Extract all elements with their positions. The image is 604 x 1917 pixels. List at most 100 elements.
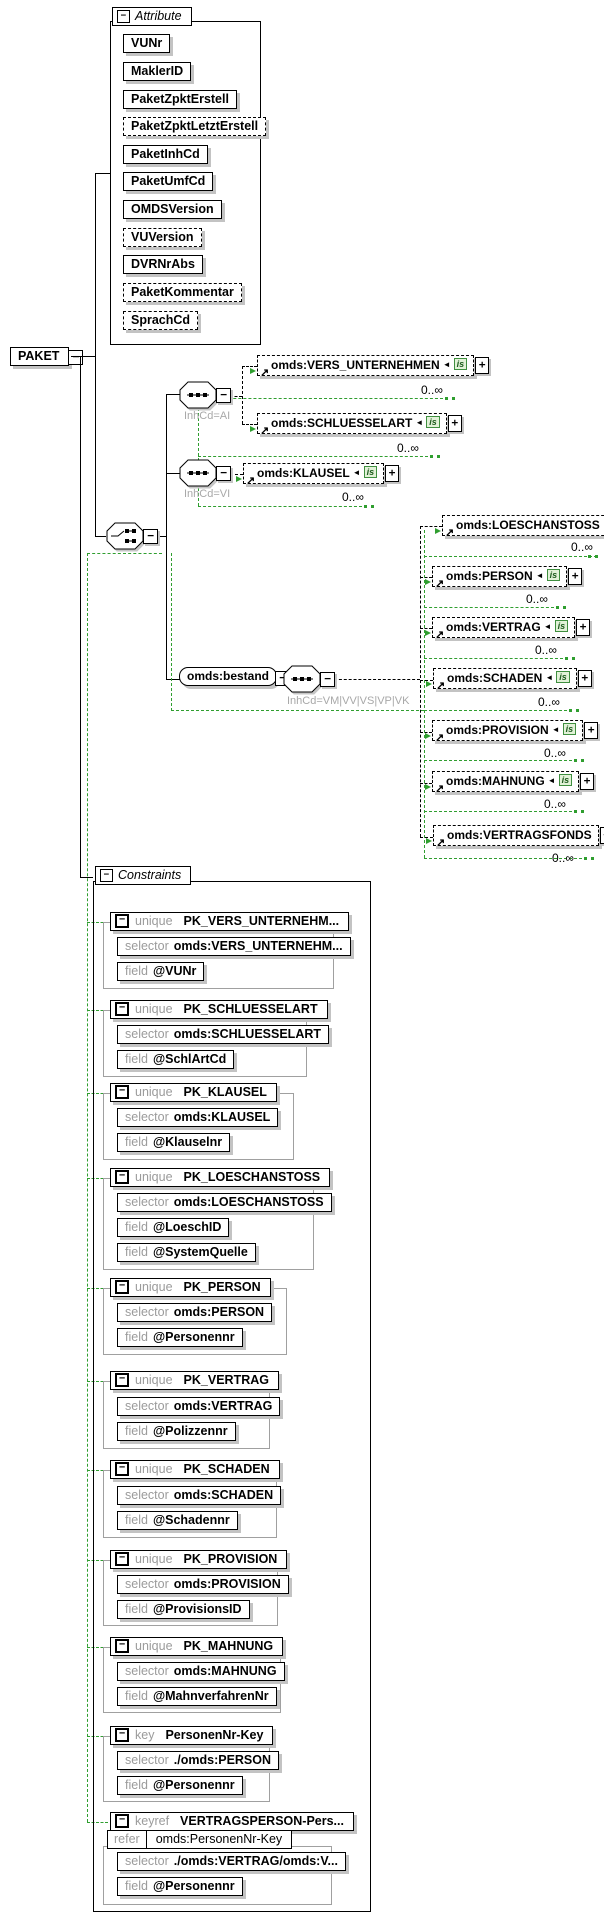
reference-arrow-icon: ↗ [445,527,455,539]
attribute-node[interactable]: OMDSVersion [123,200,222,219]
expand-icon[interactable]: + [580,773,595,790]
expand-icon[interactable]: + [568,568,583,585]
field-row[interactable]: field@Personennr [117,1877,243,1896]
expand-icon[interactable]: + [599,827,604,844]
optional-connector-arrow [435,528,441,534]
attribute-node[interactable]: PaketInhCd [123,145,208,164]
element-schluesselart[interactable]: ↗ omds:SCHLUESSELART◄is + [250,413,462,437]
expand-icon[interactable]: + [576,619,591,636]
attribute-node[interactable]: PaketZpktLetztErstell [123,117,267,136]
attribute-node[interactable]: SprachCd [123,311,199,330]
expand-icon[interactable]: + [577,670,592,687]
collapse-icon[interactable]: − [115,1170,129,1184]
collapse-icon[interactable]: − [143,529,158,544]
element-provision[interactable]: ↗ omds:PROVISION◄is + [425,720,599,744]
selector-row[interactable]: selector./omds:PERSON [117,1751,280,1770]
collapse-icon[interactable]: − [115,1280,129,1294]
element-mahnung[interactable]: ↗ omds:MAHNUNG◄is + [425,771,595,795]
field-row[interactable]: field@Personennr [117,1328,243,1347]
collapse-icon[interactable]: − [115,1002,129,1016]
attribute-node[interactable]: PaketKommentar [123,283,242,302]
field-row[interactable]: field@Schadennr [117,1511,238,1530]
collapse-icon[interactable]: − [115,1728,129,1742]
reference-arrow-icon: ↗ [435,732,445,744]
attribute-node[interactable]: VUVersion [123,228,202,247]
optional-connector-arrow [426,681,432,687]
choice-compositor[interactable]: − [106,522,158,555]
refer-row[interactable]: refer omds:PersonenNr-Key [107,1830,293,1849]
field-row[interactable]: field@ProvisionsID [117,1600,250,1619]
expand-icon[interactable]: + [447,415,462,432]
collapse-icon[interactable]: − [115,1552,129,1566]
root-element-paket[interactable]: PAKET − [10,347,84,366]
collapse-icon[interactable]: − [115,914,129,928]
collapse-icon[interactable]: − [100,868,113,882]
element-vertragsfonds[interactable]: ↗ omds:VERTRAGSFONDS + [426,825,604,849]
field-row[interactable]: field@Klauselnr [117,1133,231,1152]
selector-row[interactable]: selector./omds:VERTRAG/omds:V... [117,1852,346,1871]
collapse-icon[interactable]: − [117,9,130,23]
collapse-icon[interactable]: − [115,1085,129,1099]
field-row[interactable]: field@LoeschID [117,1218,230,1237]
badge-arrow-icon: ◄ [603,520,604,529]
collapse-icon[interactable]: − [216,388,231,403]
attribute-node[interactable]: VUNr [123,34,171,53]
collapse-icon[interactable]: − [320,672,335,687]
element-person[interactable]: ↗ omds:PERSON◄is + [425,566,583,590]
attribute-node[interactable]: PaketUmfCd [123,172,214,191]
expand-icon[interactable]: + [385,465,400,482]
element-vers-unternehmen[interactable]: ↗ omds:VERS_UNTERNEHMEN◄is + [250,355,490,379]
collapse-icon[interactable]: − [115,1462,129,1476]
collapse-icon[interactable]: − [115,1373,129,1387]
optional-connector-arrow [250,368,256,374]
constraints-section-tab[interactable]: − Constraints [95,866,192,885]
collapse-icon[interactable]: − [115,1639,129,1653]
optional-guide-line [198,398,199,506]
sequence-compositor[interactable]: − [179,381,231,414]
attribute-node[interactable]: DVRNrAbs [123,255,203,274]
field-row[interactable]: field@Personennr [117,1776,243,1795]
field-row[interactable]: field@SchlArtCd [117,1050,235,1069]
collapse-icon[interactable]: − [216,466,231,481]
field-row[interactable]: field@Polizzennr [117,1422,236,1441]
sequence-compositor[interactable]: − [179,459,231,492]
collapse-icon[interactable]: − [115,1814,129,1828]
element-loeschanstoss[interactable]: ↗ omds:LOESCHANSTOSS◄is + [435,515,604,539]
field-row[interactable]: field@SystemQuelle [117,1243,256,1262]
collapse-icon[interactable]: − [68,350,84,365]
sequence-compositor[interactable]: − [283,665,335,698]
attribute-node[interactable]: PaketZpktErstell [123,90,237,109]
element-vertrag[interactable]: ↗ omds:VERTRAG◄is + [425,617,591,641]
attribute-section-tab[interactable]: − Attribute [112,7,192,26]
expand-icon[interactable]: + [584,722,599,739]
element-bestand[interactable]: omds:bestand − [179,667,291,686]
expand-icon[interactable]: + [475,357,490,374]
badge-arrow-icon: ◄ [547,776,556,785]
element-klausel[interactable]: ↗ omds:KLAUSEL◄is + [236,463,400,487]
reference-arrow-icon: ↗ [436,680,446,692]
field-row[interactable]: field@MahnverfahrenNr [117,1687,277,1706]
element-schaden[interactable]: ↗ omds:SCHADEN◄is + [426,668,592,692]
field-row[interactable]: field@VUNr [117,962,205,981]
attribute-node[interactable]: MaklerID [123,62,192,81]
